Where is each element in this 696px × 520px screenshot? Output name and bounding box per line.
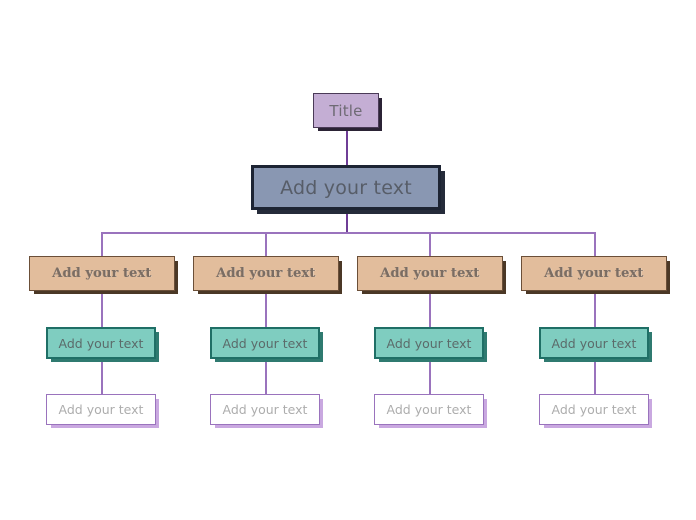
connector-bus-drop-4 bbox=[594, 232, 596, 257]
node-white-4[interactable]: Add your text bbox=[539, 394, 649, 425]
node-teal-1[interactable]: Add your text bbox=[46, 327, 156, 359]
node-teal-4[interactable]: Add your text bbox=[539, 327, 649, 359]
connector-bus-drop-3 bbox=[429, 232, 431, 257]
connector-teal-to-white-3 bbox=[429, 359, 431, 395]
connector-main-to-bus bbox=[346, 209, 348, 233]
connector-tan-to-teal-2 bbox=[265, 291, 267, 328]
connector-teal-to-white-2 bbox=[265, 359, 267, 395]
connector-title-to-main bbox=[346, 127, 348, 166]
connector-bus-drop-1 bbox=[101, 232, 103, 257]
connector-tan-to-teal-4 bbox=[594, 291, 596, 328]
node-tan-2[interactable]: Add your text bbox=[193, 256, 339, 291]
node-tan-3[interactable]: Add your text bbox=[357, 256, 503, 291]
node-teal-2[interactable]: Add your text bbox=[210, 327, 320, 359]
connector-tan-to-teal-3 bbox=[429, 291, 431, 328]
node-white-2[interactable]: Add your text bbox=[210, 394, 320, 425]
connector-horizontal-bus bbox=[101, 232, 596, 234]
connector-bus-drop-2 bbox=[265, 232, 267, 257]
node-main[interactable]: Add your text bbox=[251, 165, 441, 210]
node-white-3[interactable]: Add your text bbox=[374, 394, 484, 425]
connector-teal-to-white-4 bbox=[594, 359, 596, 395]
node-teal-3[interactable]: Add your text bbox=[374, 327, 484, 359]
connector-teal-to-white-1 bbox=[101, 359, 103, 395]
node-title[interactable]: Title bbox=[313, 93, 379, 128]
connector-tan-to-teal-1 bbox=[101, 291, 103, 328]
node-white-1[interactable]: Add your text bbox=[46, 394, 156, 425]
node-tan-1[interactable]: Add your text bbox=[29, 256, 175, 291]
node-tan-4[interactable]: Add your text bbox=[521, 256, 667, 291]
